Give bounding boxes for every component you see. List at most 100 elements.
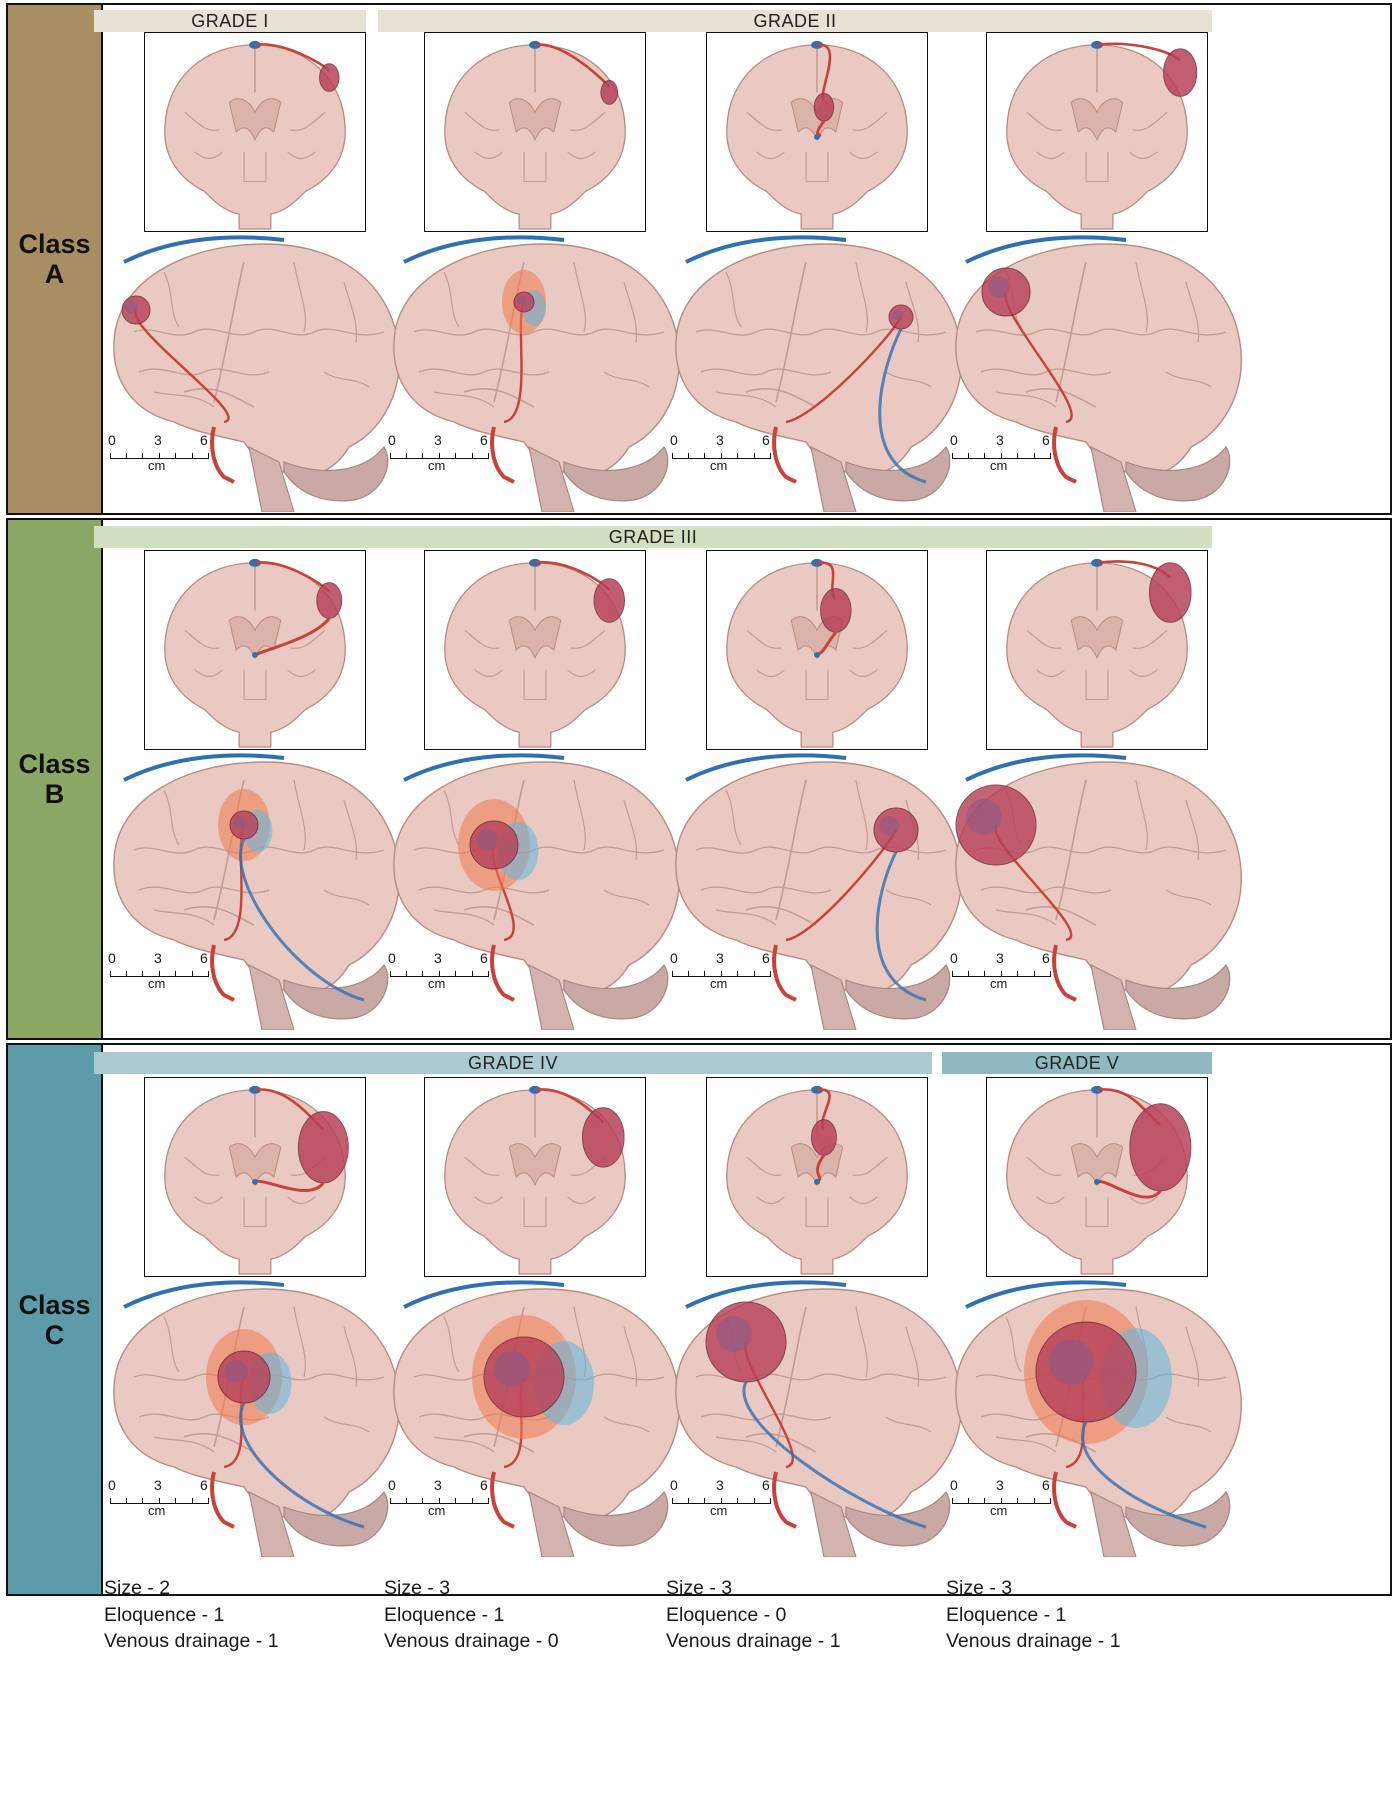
- scale-ruler: [110, 1495, 210, 1504]
- coronal-section-illustration: [144, 1077, 366, 1277]
- coronal-section-illustration: [424, 1077, 646, 1277]
- grade-i-bar: GRADE I: [94, 10, 366, 32]
- scale-max: 6: [762, 432, 770, 448]
- scale-ruler: [390, 968, 490, 977]
- lateral-brain-illustration: [94, 232, 414, 512]
- scale-unit: cm: [428, 1503, 446, 1518]
- scale-min: 0: [950, 432, 958, 448]
- lateral-brain-illustration: [94, 1277, 414, 1557]
- scale-mid: 3: [996, 950, 1004, 966]
- scale-ruler: [390, 1495, 490, 1504]
- scale-mid: 3: [996, 1477, 1004, 1493]
- lateral-brain-illustration: [936, 1277, 1256, 1557]
- scale-mid: 3: [434, 432, 442, 448]
- scale-min: 0: [108, 950, 116, 966]
- eloquence-score: Eloquence - 1: [946, 1603, 1067, 1626]
- coronal-section-illustration: [706, 1077, 928, 1277]
- scale-unit: cm: [710, 976, 728, 991]
- venous-drainage-score: Venous drainage - 1: [946, 1630, 1121, 1652]
- scale-max: 6: [480, 1477, 488, 1493]
- scale-min: 0: [670, 1477, 678, 1493]
- eloquence-score: Eloquence - 1: [384, 1603, 505, 1626]
- class-a-label-letter: A: [44, 259, 65, 289]
- class-a-label-word: Class: [18, 229, 91, 259]
- scale-unit: cm: [990, 1503, 1008, 1518]
- scale-mid: 3: [154, 432, 162, 448]
- grade-iii-bar: GRADE III: [94, 526, 1212, 548]
- class-c-label-letter: C: [44, 1319, 65, 1350]
- scale-ruler: [672, 1495, 772, 1504]
- scale-ruler: [952, 1495, 1052, 1504]
- scale-mid: 3: [434, 1477, 442, 1493]
- scale-bar: 0 3 6 cm: [388, 950, 498, 991]
- scale-max: 6: [480, 432, 488, 448]
- scale-min: 0: [388, 1477, 396, 1493]
- scale-max: 6: [480, 950, 488, 966]
- scale-mid: 3: [716, 950, 724, 966]
- coronal-section-illustration: [986, 1077, 1208, 1277]
- grading-scores: Size - 3 Eloquence - 1 Venous drainage -…: [384, 1575, 559, 1655]
- eloquence-score: Eloquence - 0: [666, 1603, 787, 1626]
- scale-max: 6: [762, 1477, 770, 1493]
- class-b-label-word: Class: [18, 749, 91, 779]
- scale-min: 0: [388, 432, 396, 448]
- scale-ruler: [672, 968, 772, 977]
- scale-ruler: [110, 968, 210, 977]
- scale-bar: 0 3 6 cm: [388, 432, 498, 473]
- grade-iv-bar: GRADE IV: [94, 1052, 932, 1074]
- scale-mid: 3: [996, 432, 1004, 448]
- scale-min: 0: [388, 950, 396, 966]
- grade-ii-bar: GRADE II: [378, 10, 1212, 32]
- size-score: Size - 2: [104, 1577, 171, 1599]
- coronal-section-illustration: [424, 550, 646, 750]
- lateral-brain-illustration: [656, 750, 976, 1030]
- coronal-section-illustration: [986, 550, 1208, 750]
- size-score: Size - 3: [384, 1577, 451, 1599]
- scale-unit: cm: [990, 458, 1008, 473]
- lateral-brain-illustration: [656, 232, 976, 512]
- scale-mid: 3: [716, 432, 724, 448]
- scale-unit: cm: [428, 976, 446, 991]
- scale-ruler: [952, 968, 1052, 977]
- scale-ruler: [390, 450, 490, 459]
- scale-mid: 3: [434, 950, 442, 966]
- size-score: Size - 3: [946, 1577, 1013, 1599]
- size-score: Size - 3: [666, 1577, 733, 1599]
- scale-ruler: [952, 450, 1052, 459]
- grade-v-bar: GRADE V: [942, 1052, 1212, 1074]
- scale-mid: 3: [716, 1477, 724, 1493]
- lateral-brain-illustration: [656, 1277, 976, 1557]
- scale-max: 6: [762, 950, 770, 966]
- scale-max: 6: [200, 1477, 208, 1493]
- grading-scores: Size - 3 Eloquence - 0 Venous drainage -…: [666, 1575, 841, 1655]
- lateral-brain-illustration: [94, 750, 414, 1030]
- scale-min: 0: [950, 950, 958, 966]
- scale-ruler: [672, 450, 772, 459]
- scale-unit: cm: [710, 1503, 728, 1518]
- grading-scores: Size - 2 Eloquence - 1 Venous drainage -…: [104, 1575, 279, 1655]
- grading-scores: Size - 3 Eloquence - 1 Venous drainage -…: [946, 1575, 1121, 1655]
- scale-bar: 0 3 6 cm: [388, 1477, 498, 1518]
- scale-mid: 3: [154, 950, 162, 966]
- lateral-brain-illustration: [374, 750, 694, 1030]
- coronal-section-illustration: [424, 32, 646, 232]
- scale-max: 6: [1042, 1477, 1050, 1493]
- coronal-section-illustration: [144, 550, 366, 750]
- scale-bar: 0 3 6 cm: [670, 1477, 780, 1518]
- lateral-brain-illustration: [374, 1277, 694, 1557]
- scale-unit: cm: [428, 458, 446, 473]
- scale-min: 0: [108, 432, 116, 448]
- eloquence-score: Eloquence - 1: [104, 1603, 225, 1626]
